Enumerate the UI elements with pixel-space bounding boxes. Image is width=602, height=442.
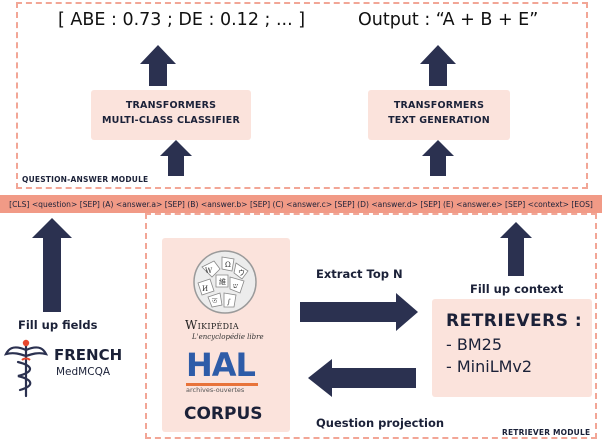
qa-module-label: QUESTION-ANSWER MODULE: [22, 175, 149, 184]
svg-text:ত: ত: [211, 297, 218, 305]
svg-text:W: W: [205, 267, 213, 275]
classifier-title-line2: MULTI-CLASS CLASSIFIER: [102, 115, 240, 126]
hal-underline-icon: [186, 383, 258, 386]
retrievers-box: RETRIEVERS : - BM25 - MiniLMv2: [432, 299, 592, 397]
french-brand-line2: MedMCQA: [56, 366, 111, 378]
input-sequence-bar: [CLS] <question> [SEP] (A) <answer.a> [S…: [0, 195, 602, 213]
arrow-up-classifier-output: [140, 45, 176, 86]
classifier-output-scores: [ ABE : 0.73 ; DE : 0.12 ; ... ]: [58, 10, 306, 30]
fill-up-fields-label: Fill up fields: [18, 318, 98, 332]
arrow-up-fill-context: [500, 222, 532, 276]
arrow-up-classifier-input: [160, 140, 192, 176]
caduceus-icon: [4, 339, 48, 398]
svg-text:ウ: ウ: [238, 269, 245, 277]
retriever-bm25: - BM25: [446, 335, 502, 354]
generation-title-line2: TEXT GENERATION: [388, 115, 490, 126]
classifier-title-line1: TRANSFORMERS: [125, 100, 217, 111]
french-brand-line1: FRENCH: [54, 346, 123, 364]
question-answer-module-frame: [16, 2, 588, 189]
hal-tagline: archives-ouvertes: [186, 386, 245, 394]
retriever-module-label: RETRIEVER MODULE: [502, 428, 591, 437]
arrow-up-fill-fields: [32, 218, 72, 312]
svg-text:И: И: [202, 285, 208, 293]
arrow-up-generation-output: [420, 45, 456, 86]
svg-text:維: 維: [219, 277, 226, 286]
retriever-module-frame: [145, 213, 597, 439]
arrow-question-projection: [308, 359, 416, 397]
generation-output-text: Output : “A + B + E”: [358, 10, 539, 30]
svg-text:∫: ∫: [227, 298, 231, 306]
arrow-extract-top-n: [300, 293, 418, 331]
arrow-up-generation-input: [422, 140, 454, 176]
retriever-minilmv2: - MiniLMv2: [446, 357, 533, 376]
hal-logo-text: HAL: [186, 346, 256, 384]
retrievers-title: RETRIEVERS :: [446, 311, 583, 331]
input-sequence-text: [CLS] <question> [SEP] (A) <answer.a> [S…: [9, 199, 593, 209]
wikipedia-name: Wikipédia: [185, 318, 239, 332]
classifier-box: TRANSFORMERS MULTI-CLASS CLASSIFIER: [91, 90, 251, 140]
fill-up-context-label: Fill up context: [470, 282, 564, 296]
question-projection-label: Question projection: [316, 416, 445, 430]
generation-box: TRANSFORMERS TEXT GENERATION: [368, 90, 510, 140]
corpus-label: CORPUS: [184, 404, 263, 424]
svg-text:Ω: Ω: [225, 261, 231, 269]
generation-title-line1: TRANSFORMERS: [393, 100, 485, 111]
extract-top-n-label: Extract Top N: [316, 267, 403, 281]
svg-text:ש: ש: [233, 282, 238, 290]
wikipedia-tagline: L'encyclopédie libre: [192, 333, 264, 341]
